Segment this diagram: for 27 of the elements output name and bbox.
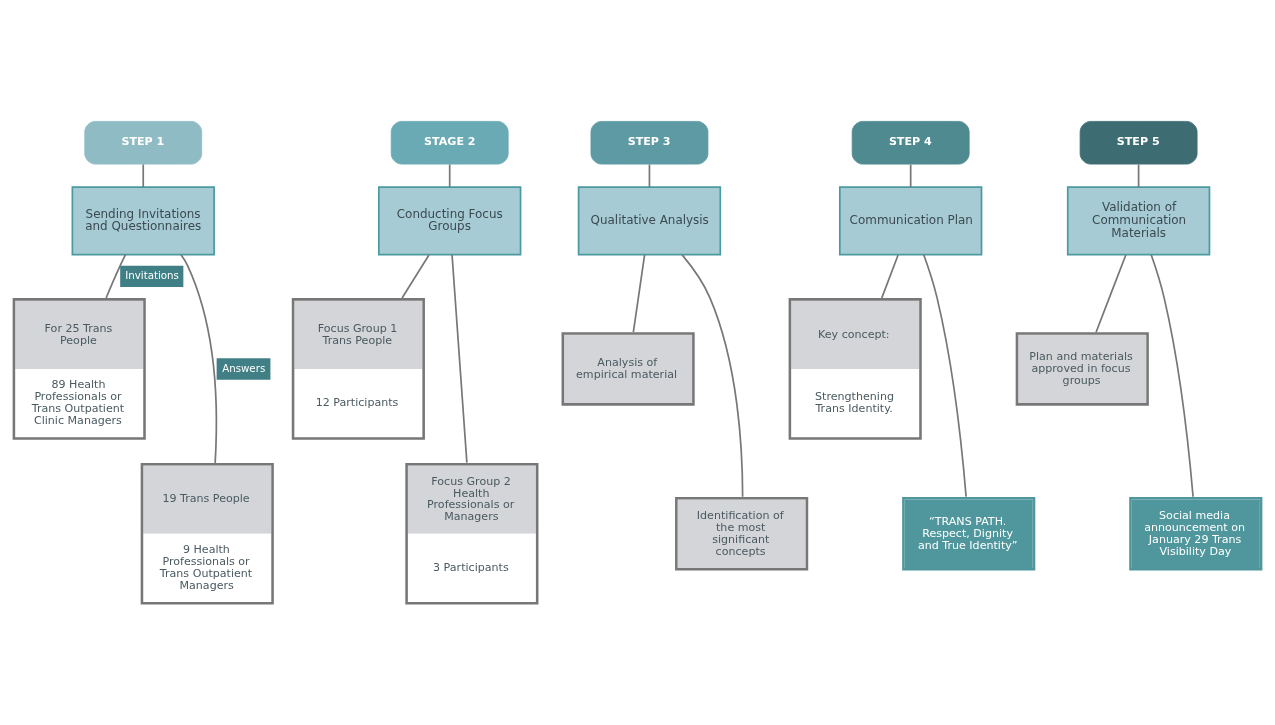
- node-box: STAGE 2: [390, 120, 509, 165]
- connector: [648, 163, 651, 188]
- node-box: STEP 4: [851, 120, 970, 165]
- node-box: STEP 1: [84, 120, 203, 165]
- connector: [1095, 253, 1127, 333]
- connector: [448, 163, 451, 188]
- connector: [180, 253, 218, 464]
- connector: [880, 253, 899, 299]
- connector: [922, 253, 967, 498]
- connector: [632, 253, 646, 333]
- connector: [1137, 163, 1140, 188]
- node-box: Conducting Focus Groups: [378, 185, 522, 255]
- node-box: Qualitative Analysis: [577, 185, 722, 255]
- connector: [105, 253, 127, 299]
- node-box: Communication Plan: [838, 185, 983, 255]
- connector: [451, 253, 468, 463]
- node-box: STEP 5: [1079, 120, 1198, 165]
- connector: [681, 253, 744, 498]
- node-box: STEP 3: [590, 120, 709, 165]
- connector: [1150, 253, 1194, 498]
- connector: [909, 163, 912, 188]
- connector: [142, 163, 145, 188]
- edge-label: Invitations: [125, 268, 179, 281]
- edge-label: Answers: [222, 361, 266, 374]
- connector: [401, 253, 430, 299]
- node-box: Sending Invitations and Questionnaires: [71, 185, 215, 255]
- node-box: Validation of Communication Materials: [1066, 185, 1211, 255]
